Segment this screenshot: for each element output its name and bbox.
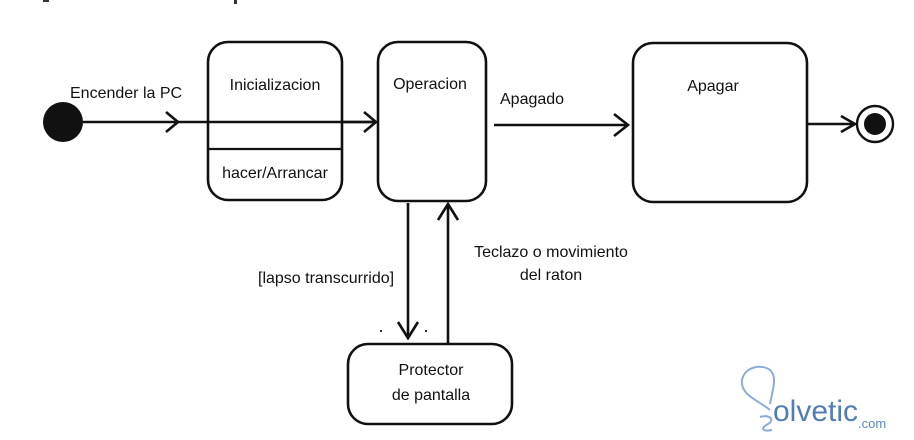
cropped-text-fragment (43, 0, 49, 2)
state-inicializacion-label: Inicializacion (230, 77, 321, 94)
scan-dot (380, 330, 382, 332)
solvetic-watermark: olvetic .com (740, 365, 886, 432)
scan-dot (425, 330, 427, 332)
transition-label-encender: Encender la PC (70, 85, 182, 102)
arrowhead-final (840, 114, 858, 134)
state-inicializacion: Inicializacion hacer/Arrancar (206, 40, 344, 202)
state-operacion-label: Operacion (393, 76, 467, 93)
watermark-suffix: .com (858, 416, 886, 431)
watermark-word: olvetic (773, 395, 858, 428)
transition-label-teclazo-line1: Teclazo o movimiento (474, 244, 628, 261)
arrowhead-lapso (396, 321, 420, 341)
lightbulb-logo-icon (740, 365, 776, 432)
state-protector-label-line2: de pantalla (392, 387, 470, 404)
state-apagar-box (631, 41, 809, 204)
state-inicializacion-activity: hacer/Arrancar (222, 165, 328, 182)
arrowhead-teclazo (436, 201, 460, 221)
state-protector: Protector de pantalla (346, 342, 514, 426)
final-state-node (855, 104, 895, 144)
state-apagar-label: Apagar (687, 78, 739, 95)
transition-label-lapso: [lapso transcurrido] (258, 270, 394, 287)
state-apagar: Apagar (631, 41, 809, 204)
state-operacion: Operacion (376, 40, 488, 203)
transition-label-teclazo-line2: del raton (520, 267, 582, 284)
transition-label-apagado: Apagado (500, 91, 564, 108)
arrowhead-apagado (613, 112, 631, 138)
state-operacion-box (376, 40, 488, 203)
cropped-text-fragment (234, 0, 237, 4)
arrowhead-encender-1 (165, 111, 181, 133)
final-state-dot (864, 113, 886, 135)
state-protector-label-line1: Protector (399, 362, 465, 379)
state-protector-box (346, 342, 514, 426)
initial-state-node (43, 102, 83, 142)
